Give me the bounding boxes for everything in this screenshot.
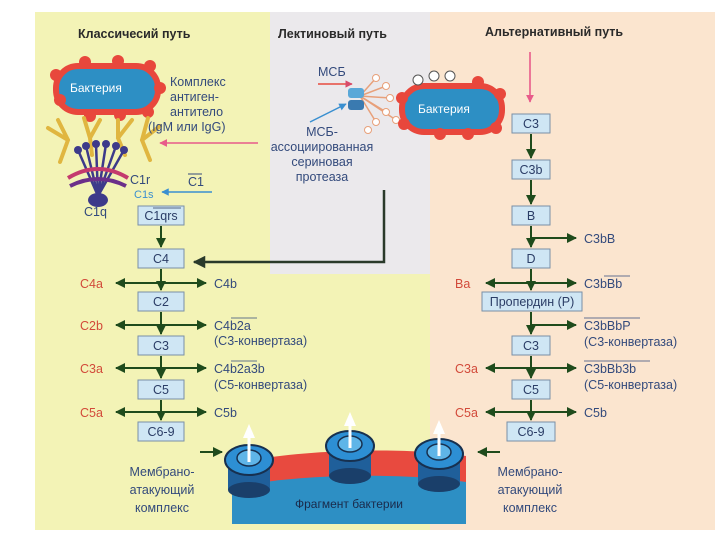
alt-box-c3: C3	[511, 335, 551, 356]
classical-mac-2: атакующий	[130, 483, 195, 497]
mac-pore-icon-3	[414, 420, 464, 492]
lectin-protease-1: МСБ-	[306, 125, 338, 139]
svg-text:C3: C3	[523, 117, 539, 131]
classical-mac-3: комплекс	[135, 501, 189, 515]
complex-line-2: антиген-	[170, 90, 219, 104]
c1q-label: C1q	[84, 205, 107, 219]
svg-text:C3b: C3b	[520, 163, 543, 177]
c1-label: C1	[188, 175, 204, 189]
c1r-label: C1r	[130, 173, 150, 187]
lectin-msb: МСБ	[318, 65, 346, 79]
classical-bacteria: Бактерия	[50, 55, 166, 122]
alt-ba: Ba	[455, 277, 470, 291]
alt-box-c5: C5	[511, 379, 551, 400]
alt-c5-convertase: (C5-конвертаза)	[584, 378, 677, 392]
protease-arrow	[309, 103, 347, 123]
lectin-bacteria: Бактерия	[396, 70, 506, 140]
lectin-panel	[270, 12, 430, 274]
lectin-to-c4-arrow	[192, 190, 386, 269]
classical-c4b2a3b: C4b2a3b	[214, 362, 265, 376]
classical-title: Классичесий путь	[78, 27, 191, 41]
mac-pore-icon-2	[325, 412, 375, 484]
classical-box-c2: C2	[137, 291, 185, 312]
alt-box-b: B	[511, 205, 551, 226]
svg-text:C3: C3	[523, 339, 539, 353]
classical-box-c5: C5	[137, 379, 185, 400]
lectin-bacteria-label: Бактерия	[418, 102, 470, 116]
alt-mac-1: Мембрано-	[497, 465, 562, 479]
classical-box-c3: C3	[137, 335, 185, 356]
svg-text:B: B	[527, 209, 535, 223]
classical-c5b: C5b	[214, 406, 237, 420]
antibody-icon	[46, 116, 162, 164]
alt-box-d: D	[511, 248, 551, 269]
svg-text:C1qrs: C1qrs	[144, 209, 177, 223]
lectin-title: Лектиновый путь	[278, 27, 387, 41]
classical-c4b: C4b	[214, 277, 237, 291]
classical-c4a: C4a	[80, 277, 103, 291]
alternative-arrows	[477, 134, 577, 457]
c1-complex-icon	[66, 140, 130, 207]
svg-text:D: D	[526, 252, 535, 266]
alt-c3bb: C3bB	[584, 232, 615, 246]
msb-protein-icon	[348, 74, 400, 134]
alt-c3bbbp: C3bBbP	[584, 319, 631, 333]
classical-arrows	[115, 226, 223, 457]
alt-c5a: C5a	[455, 406, 478, 420]
complex-line-4: (IgM или IgG)	[148, 120, 226, 134]
alt-box-c6-9: C6-9	[506, 421, 556, 442]
lectin-protease-2: ассоциированная	[271, 140, 374, 154]
classical-c3a: C3a	[80, 362, 103, 376]
classical-c2b: C2b	[80, 319, 103, 333]
alt-mac-3: комплекс	[503, 501, 557, 515]
complex-line-1: Комплекс	[170, 75, 226, 89]
alt-box-c3b: C3b	[511, 159, 551, 180]
classical-c5a: C5a	[80, 406, 103, 420]
c1s-label: C1s	[134, 189, 154, 201]
svg-text:C5: C5	[153, 383, 169, 397]
alt-box-c3-top: C3	[511, 113, 551, 134]
alt-box-properdin: Пропердин (P)	[481, 291, 583, 312]
alt-c3bbb3b: C3bBb3b	[584, 362, 636, 376]
classical-box-c6-9: C6-9	[137, 421, 185, 442]
classical-box-c4: C4	[137, 248, 185, 269]
classical-box-c1qrs: C1qrs	[137, 205, 185, 226]
svg-text:C3: C3	[153, 339, 169, 353]
classical-c4b2a: C4b2a	[214, 319, 251, 333]
svg-text:C2: C2	[153, 295, 169, 309]
svg-text:C5: C5	[523, 383, 539, 397]
lectin-protease-3: сериновая	[291, 155, 352, 169]
classical-mac-1: Мембрано-	[129, 465, 194, 479]
alternative-title: Альтернативный путь	[485, 25, 623, 39]
alt-c3-convertase: (C3-конвертаза)	[584, 335, 677, 349]
alt-mac-2: атакующий	[498, 483, 563, 497]
alt-c3bbb: C3bBb	[584, 277, 622, 291]
membrane-label: Фрагмент бактерии	[295, 497, 403, 511]
classical-bacteria-label: Бактерия	[70, 81, 122, 95]
svg-text:C4: C4	[153, 252, 169, 266]
alt-c5b: C5b	[584, 406, 607, 420]
svg-text:C6-9: C6-9	[147, 425, 174, 439]
lectin-protease-4: протеаза	[296, 170, 348, 184]
classical-c3-convertase: (C3-конвертаза)	[214, 334, 307, 348]
mac-pore-icon-1	[224, 424, 274, 498]
svg-text:Пропердин (P): Пропердин (P)	[490, 295, 575, 309]
alt-c3a: C3a	[455, 362, 478, 376]
svg-text:C6-9: C6-9	[517, 425, 544, 439]
classical-c5-convertase: (C5-конвертаза)	[214, 378, 307, 392]
complex-line-3: антитело	[170, 105, 223, 119]
